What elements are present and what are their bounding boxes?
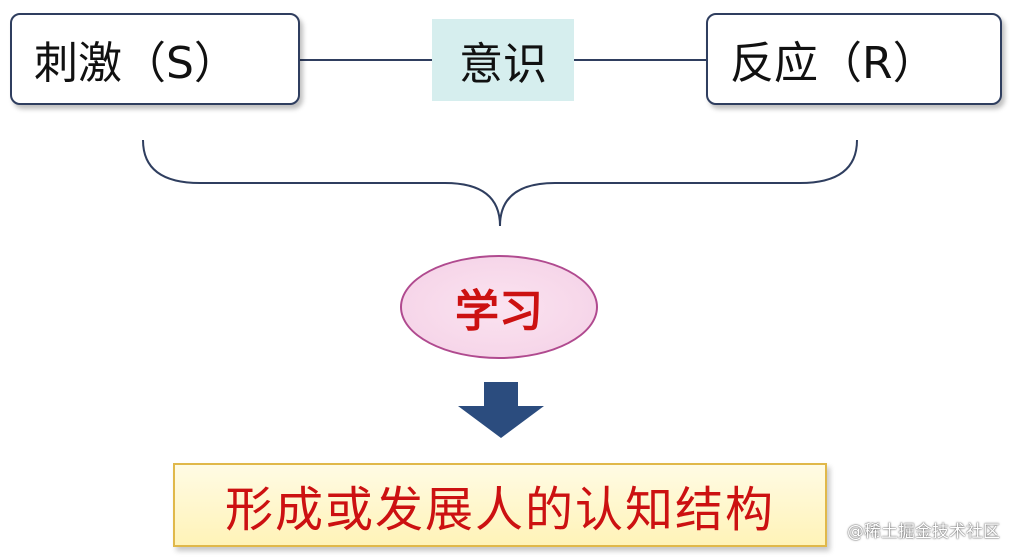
learning-label: 学习 bbox=[455, 286, 543, 337]
stimulus-label: 刺激（S） bbox=[34, 38, 238, 89]
result-box: 形成或发展人的认知结构 bbox=[173, 463, 827, 547]
stimulus-box: 刺激（S） bbox=[10, 13, 300, 105]
response-label: 反应（R） bbox=[730, 38, 937, 89]
consciousness-box: 意识 bbox=[432, 19, 574, 101]
learning-ellipse: 学习 bbox=[400, 255, 598, 359]
down-arrow-icon bbox=[458, 382, 544, 438]
consciousness-label: 意识 bbox=[459, 39, 547, 90]
watermark-text: @稀土掘金技术社区 bbox=[847, 522, 1000, 542]
result-label: 形成或发展人的认知结构 bbox=[224, 482, 775, 538]
grouping-brace bbox=[142, 139, 858, 227]
response-box: 反应（R） bbox=[706, 13, 1002, 105]
